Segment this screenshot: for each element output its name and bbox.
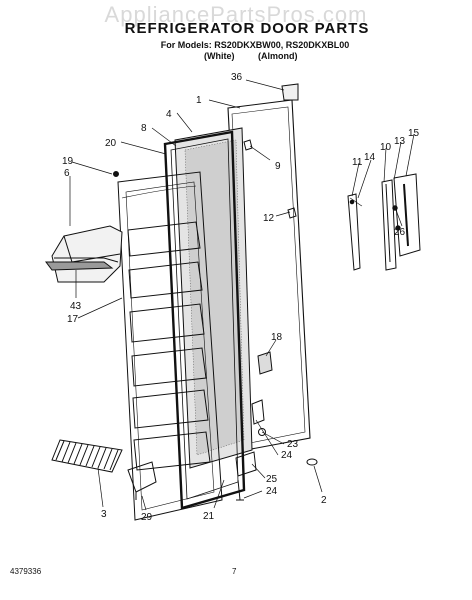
- callout-19: 19: [62, 156, 74, 167]
- diagram-title: REFRIGERATOR DOOR PARTS: [124, 20, 370, 37]
- finish-almond-label: (Almond): [258, 51, 298, 61]
- callout-3: 3: [101, 509, 107, 520]
- callout-2: 2: [321, 495, 327, 506]
- bracket-part: [127, 461, 157, 500]
- callout-18: 18: [271, 332, 283, 343]
- callout-26: 26: [394, 227, 406, 238]
- callout-8: 8: [141, 123, 147, 134]
- handle-assembly: [347, 173, 421, 271]
- callout-20: 20: [105, 138, 117, 149]
- grille: [51, 439, 123, 473]
- callout-15: 15: [408, 128, 420, 139]
- callout-6: 6: [64, 168, 70, 179]
- model-numbers: For Models: RS20DKXBW00, RS20DKXBL00: [160, 40, 350, 50]
- callout-12: 12: [263, 213, 275, 224]
- hinge-parts: [113, 83, 318, 501]
- callout-11: 11: [352, 157, 363, 168]
- page-number: 7: [232, 567, 237, 576]
- callout-25: 25: [266, 474, 278, 485]
- door-liner-foam: [174, 127, 253, 469]
- callout-24-upper: 24: [281, 450, 293, 461]
- callout-17: 17: [67, 314, 79, 325]
- callout-14: 14: [364, 152, 376, 163]
- callout-10: 10: [380, 142, 392, 153]
- callout-4: 4: [166, 109, 172, 120]
- callout-36: 36: [231, 72, 243, 83]
- finish-white-label: (White): [204, 51, 235, 61]
- callout-43: 43: [70, 301, 82, 312]
- callout-29: 29: [141, 512, 153, 523]
- callout-23: 23: [287, 439, 299, 450]
- callout-13: 13: [394, 136, 406, 147]
- callout-9: 9: [275, 161, 281, 172]
- watermark: AppliancePartsPros.com: [104, 2, 368, 27]
- callout-1: 1: [196, 95, 202, 106]
- callout-21: 21: [203, 511, 215, 522]
- inner-door-liner: [117, 171, 223, 521]
- callout-labels: 36 1 4 8 20 9 19 6 11 14 10 13 15 12 26 …: [62, 72, 420, 523]
- door-bin: [45, 225, 123, 283]
- leader-lines: [69, 79, 415, 511]
- callout-24-lower: 24: [266, 486, 278, 497]
- document-number: 4379336: [10, 567, 42, 576]
